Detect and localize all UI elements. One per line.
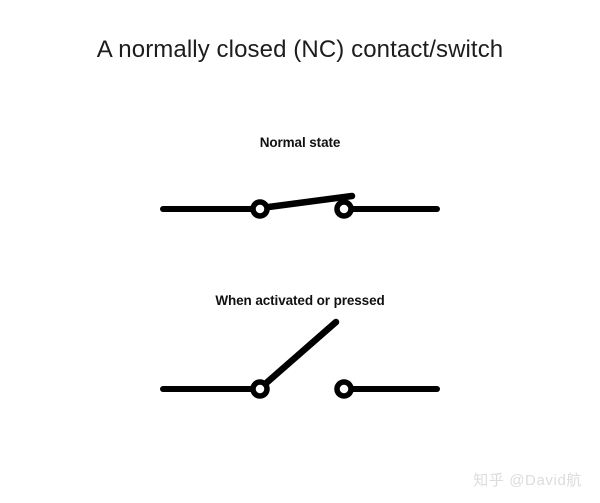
activated-contact-blade — [260, 318, 340, 389]
page-title: A normally closed (NC) contact/switch — [96, 36, 504, 63]
normal-contact-blade — [257, 192, 356, 212]
normal-pivot-terminal — [250, 199, 270, 219]
nc-switch-closed-icon — [160, 192, 440, 219]
nc-switch-open-icon — [160, 318, 440, 399]
activated-pivot-terminal — [250, 379, 270, 399]
section-label-normal-state: Normal state — [259, 135, 341, 150]
watermark: 知乎 @David航 — [473, 472, 582, 489]
normal-contact-terminal — [334, 199, 354, 219]
section-label-when-activated: When activated or pressed — [215, 293, 385, 308]
activated-contact-terminal — [334, 379, 354, 399]
